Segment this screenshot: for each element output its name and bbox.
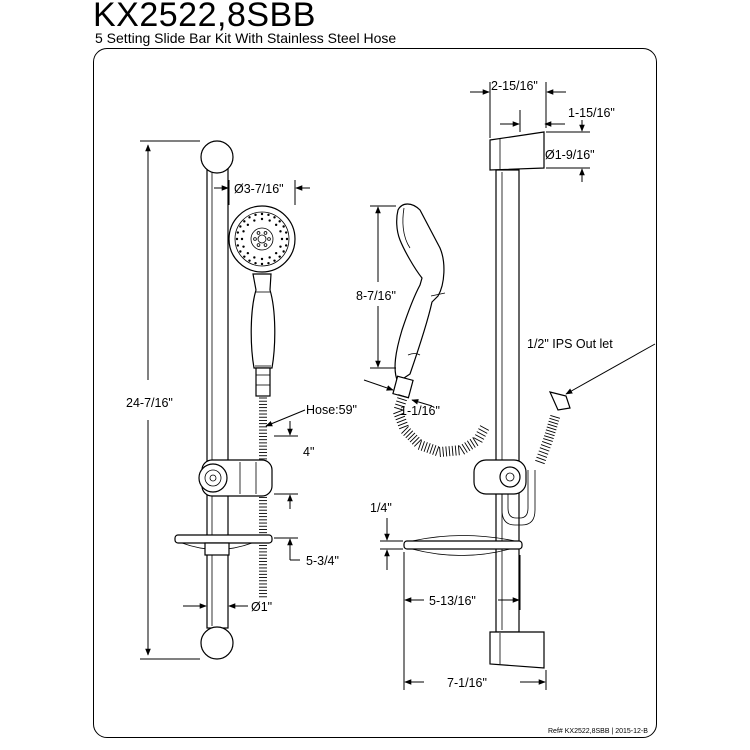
label-bracket-width: 1-15/16": [568, 106, 615, 120]
wall-outlet: [548, 391, 571, 411]
slide-bar: [206, 167, 229, 629]
label-handshower-length: 8-7/16": [356, 289, 396, 303]
front-dimensions: 24-7/16" Ø3-7/16" Hose:59" 4" 5-3/4" Ø1": [126, 140, 357, 660]
label-holder-drop: 4": [303, 445, 314, 459]
label-total-projection: 7-1/16": [447, 676, 487, 690]
reference-number: Ref# KX2522,8SBB | 2015-12-B: [548, 728, 648, 735]
side-slide-holder: [473, 459, 536, 526]
top-bracket: [489, 131, 545, 171]
hose: [259, 397, 267, 598]
label-handle-width: 1-1/16": [400, 404, 440, 418]
top-end-cap: [200, 140, 234, 174]
label-outlet: 1/2" IPS Out let: [527, 337, 613, 351]
side-dimensions: 2-15/16" 1-15/16" Ø1-9/16" 8-7/16" 1-1/1…: [356, 79, 656, 690]
handshower-handle: [250, 273, 276, 369]
side-soap-dish: [403, 535, 523, 556]
side-view-handshower: [392, 203, 490, 458]
slide-holder: [198, 459, 273, 497]
model-title: KX2522,8SBB: [93, 0, 316, 34]
handshower-side: [394, 203, 445, 383]
label-bar-diameter: Ø1": [251, 600, 272, 614]
hose-connector: [255, 367, 271, 397]
hose-side: [393, 394, 490, 458]
hose-nut-side: [392, 375, 414, 399]
label-bracket-depth: 2-15/16": [491, 79, 538, 93]
side-view-bar: [403, 131, 571, 669]
front-view: [174, 140, 296, 660]
label-dish-projection: 5-13/16": [429, 594, 476, 608]
bottom-end-cap: [200, 626, 234, 660]
handshower-head: [228, 205, 296, 273]
product-description: 5 Setting Slide Bar Kit With Stainless S…: [95, 30, 397, 46]
bottom-bracket: [489, 631, 545, 669]
label-bracket-diameter: Ø1-9/16": [545, 148, 595, 162]
label-hose: Hose:59": [306, 403, 357, 417]
label-bar-height: 24-7/16": [126, 396, 173, 410]
drawing-frame: [93, 48, 657, 738]
label-dish-thickness: 1/4": [370, 501, 392, 515]
soap-dish: [174, 534, 273, 556]
outlet-hose: [535, 414, 561, 465]
side-bar: [495, 169, 520, 633]
label-dish-depth: 5-3/4": [306, 554, 339, 568]
label-head-diameter: Ø3-7/16": [234, 182, 284, 196]
